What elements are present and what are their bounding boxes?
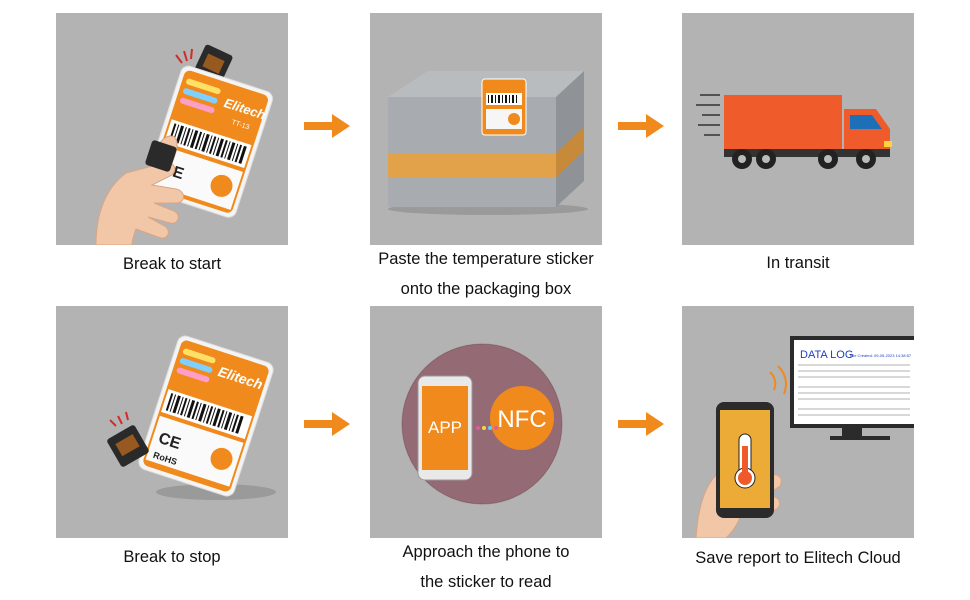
truck-window [850,115,882,129]
caption-text: Save report to Elitech Cloud [695,549,901,567]
truck-illustration [696,94,892,169]
step-3-image [682,13,914,245]
box-with-sticker-illustration [388,71,588,215]
app-label: APP [428,418,462,437]
step-1-caption: Break to start [56,249,288,279]
caption-text: Break to stop [123,548,221,566]
step-2-caption: Paste the temperature sticker onto the p… [336,244,636,304]
box-front [388,97,556,207]
caption-line-1: Paste the temperature sticker [378,250,594,268]
step-1-image: Elitech TT-13 CE [56,13,288,245]
caption-line-2: the sticker to read [420,573,552,591]
step-4-caption: Break to stop [56,542,288,572]
step-6-image: DATA LOG File Created: 09-05-2023 14:38:… [682,306,914,538]
snap-lines [175,48,193,64]
sticker-tab-in-hand [145,140,177,172]
thermometer-icon [734,433,756,489]
hand-breaking-sticker-illustration: Elitech TT-13 CE [95,44,273,245]
truck-wheels [732,149,876,169]
sticker-on-box [481,78,527,136]
step-6-caption: Save report to Elitech Cloud [660,543,936,573]
arrow-right-icon [304,114,350,138]
arrow-right-icon [304,412,350,436]
step-2-image [370,13,602,245]
step-4-image: Elitech CE RoHS [56,306,288,538]
monitor-title: DATA LOG [800,349,853,361]
monitor: DATA LOG File Created: 09-05-2023 14:38:… [790,336,914,440]
box-side [556,71,584,207]
arrow-right-icon [618,114,664,138]
step-3-caption: In transit [682,248,914,278]
speed-lines [696,94,720,136]
caption-text: Break to start [122,255,222,273]
phone-to-monitor-illustration: DATA LOG File Created: 09-05-2023 14:38:… [695,336,914,538]
tape-front [388,153,556,177]
ce-mark: CE [156,430,183,453]
sticker-broken-illustration: Elitech CE RoHS [107,335,276,500]
step-5-image: NFC APP [370,306,602,538]
caption-line-1: Approach the phone to [402,543,570,561]
phone [716,402,774,518]
arrow-right-icon [618,412,664,436]
caption-text: In transit [766,254,830,272]
signal-waves [769,365,787,395]
caption-line-2: onto the packaging box [400,280,572,298]
sticker-card: Elitech CE RoHS [138,335,274,497]
snap-lines [109,411,129,427]
step-5-caption: Approach the phone to the sticker to rea… [336,537,636,597]
phone-nfc-illustration: NFC APP [401,343,563,505]
tape-side [556,127,584,177]
sticker-tab-piece [107,425,149,467]
monitor-subtitle: File Created: 09-05-2023 14:38:57 [850,353,912,358]
nfc-dots [476,426,498,430]
phone: APP [417,375,473,481]
nfc-badge [490,386,554,450]
truck-cargo [724,95,842,151]
nfc-label: NFC [497,406,546,433]
